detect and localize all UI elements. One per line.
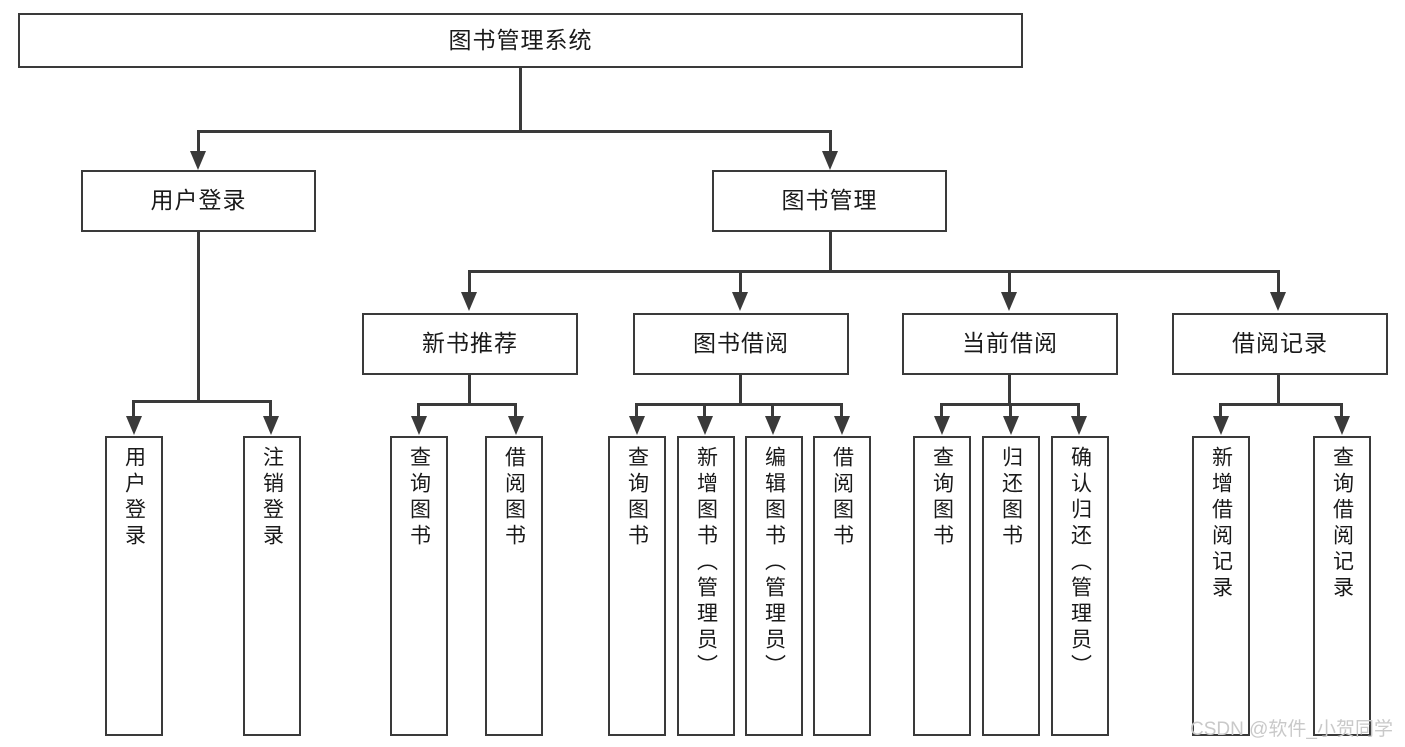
edge-newbook-stem [468,375,471,405]
edge-newbook-bus [417,403,517,406]
node-label: 新增借阅记录 [1209,446,1233,602]
edge-bookmanage-stem [829,232,832,272]
edge-userlogin-bus [132,400,271,403]
edge-root-stem [519,68,522,130]
edge-root-bus [197,130,831,133]
edge-cb-drop-3 [1077,403,1080,417]
csdn-watermark: CSDN @软件_小贺同学 [1190,714,1393,741]
node-borrow-record[interactable]: 借阅记录 [1172,313,1388,375]
node-leaf-return-book[interactable]: 归还图书 [982,436,1040,736]
edge-userlogin-drop-1 [132,400,135,417]
edge-newbook-drop-2 [514,403,517,417]
arrow-to-leaf-add-book [697,416,713,435]
edge-cb-drop-1 [940,403,943,417]
node-label: 当前借阅 [962,330,1058,357]
node-leaf-query-book-3[interactable]: 查询图书 [913,436,971,736]
arrow-to-leaf-query-book-2 [629,416,645,435]
edge-cb-drop-2 [1009,403,1012,417]
arrow-to-book-manage [822,151,838,170]
edge-bookmanage-bus [468,270,1280,273]
node-leaf-query-book-1[interactable]: 查询图书 [390,436,448,736]
node-label: 图书管理 [781,187,878,214]
arrow-to-leaf-user-login [126,416,142,435]
edge-borrowrecord-bus [1219,403,1343,406]
node-leaf-query-record[interactable]: 查询借阅记录 [1313,436,1371,736]
node-book-borrow[interactable]: 图书借阅 [633,313,849,375]
node-label: 注销登录 [260,446,284,550]
arrow-to-leaf-confirm-return [1071,416,1087,435]
edge-bookborrow-stem [739,375,742,405]
node-label: 确认归还（管理员） [1068,446,1092,680]
node-leaf-user-login[interactable]: 用户登录 [105,436,163,736]
node-label: 查询图书 [407,446,431,550]
arrow-to-leaf-borrow-book-1 [508,416,524,435]
edge-bm-drop-3 [1008,270,1011,293]
edge-borrowrecord-stem [1277,375,1280,405]
watermark-text: CSDN @软件_小贺同学 [1190,719,1393,740]
edge-userlogin-stem [197,232,200,400]
node-leaf-query-book-2[interactable]: 查询图书 [608,436,666,736]
node-label: 归还图书 [999,446,1023,550]
node-book-manage[interactable]: 图书管理 [712,170,947,232]
node-leaf-add-book[interactable]: 新增图书（管理员） [677,436,735,736]
arrow-to-leaf-borrow-book-2 [834,416,850,435]
arrow-to-new-book-rec [461,292,477,311]
node-leaf-logout[interactable]: 注销登录 [243,436,301,736]
edge-bm-drop-4 [1277,270,1280,293]
node-label: 新书推荐 [422,330,518,357]
edge-currentborrow-stem [1008,375,1011,405]
arrow-to-borrow-record [1270,292,1286,311]
node-label: 编辑图书（管理员） [762,446,786,680]
edge-userlogin-drop-2 [269,400,272,417]
node-current-borrow[interactable]: 当前借阅 [902,313,1118,375]
edge-bb-drop-4 [840,403,843,417]
arrow-to-book-borrow [732,292,748,311]
node-label: 借阅图书 [830,446,854,550]
arrow-to-leaf-query-record [1334,416,1350,435]
edge-bb-drop-2 [703,403,706,417]
node-label: 借阅记录 [1232,330,1328,357]
node-leaf-borrow-book-1[interactable]: 借阅图书 [485,436,543,736]
arrow-to-leaf-query-book-3 [934,416,950,435]
node-label: 查询图书 [930,446,954,550]
node-label: 用户登录 [150,187,247,214]
node-label: 新增图书（管理员） [694,446,718,680]
node-root-system[interactable]: 图书管理系统 [18,13,1023,68]
edge-bm-drop-2 [739,270,742,293]
edge-bb-drop-3 [771,403,774,417]
edge-bb-drop-1 [635,403,638,417]
edge-br-drop-2 [1340,403,1343,417]
edge-root-drop-right [829,130,832,152]
arrow-to-leaf-logout [263,416,279,435]
node-new-book-rec[interactable]: 新书推荐 [362,313,578,375]
arrow-to-leaf-query-book-1 [411,416,427,435]
arrow-to-leaf-edit-book [765,416,781,435]
node-user-login[interactable]: 用户登录 [81,170,316,232]
node-label: 借阅图书 [502,446,526,550]
edge-bm-drop-1 [468,270,471,293]
node-label: 用户登录 [122,446,146,550]
node-label: 查询图书 [625,446,649,550]
node-label: 查询借阅记录 [1330,446,1354,602]
arrow-to-current-borrow [1001,292,1017,311]
node-leaf-add-record[interactable]: 新增借阅记录 [1192,436,1250,736]
node-label: 图书借阅 [693,330,789,357]
arrow-to-leaf-add-record [1213,416,1229,435]
arrow-to-user-login [190,151,206,170]
node-leaf-confirm-return[interactable]: 确认归还（管理员） [1051,436,1109,736]
edge-root-drop-left [197,130,200,152]
arrow-to-leaf-return-book [1003,416,1019,435]
edge-bookborrow-bus [635,403,843,406]
edge-br-drop-1 [1219,403,1222,417]
node-leaf-edit-book[interactable]: 编辑图书（管理员） [745,436,803,736]
node-leaf-borrow-book-2[interactable]: 借阅图书 [813,436,871,736]
node-label: 图书管理系统 [448,26,593,53]
edge-newbook-drop-1 [417,403,420,417]
